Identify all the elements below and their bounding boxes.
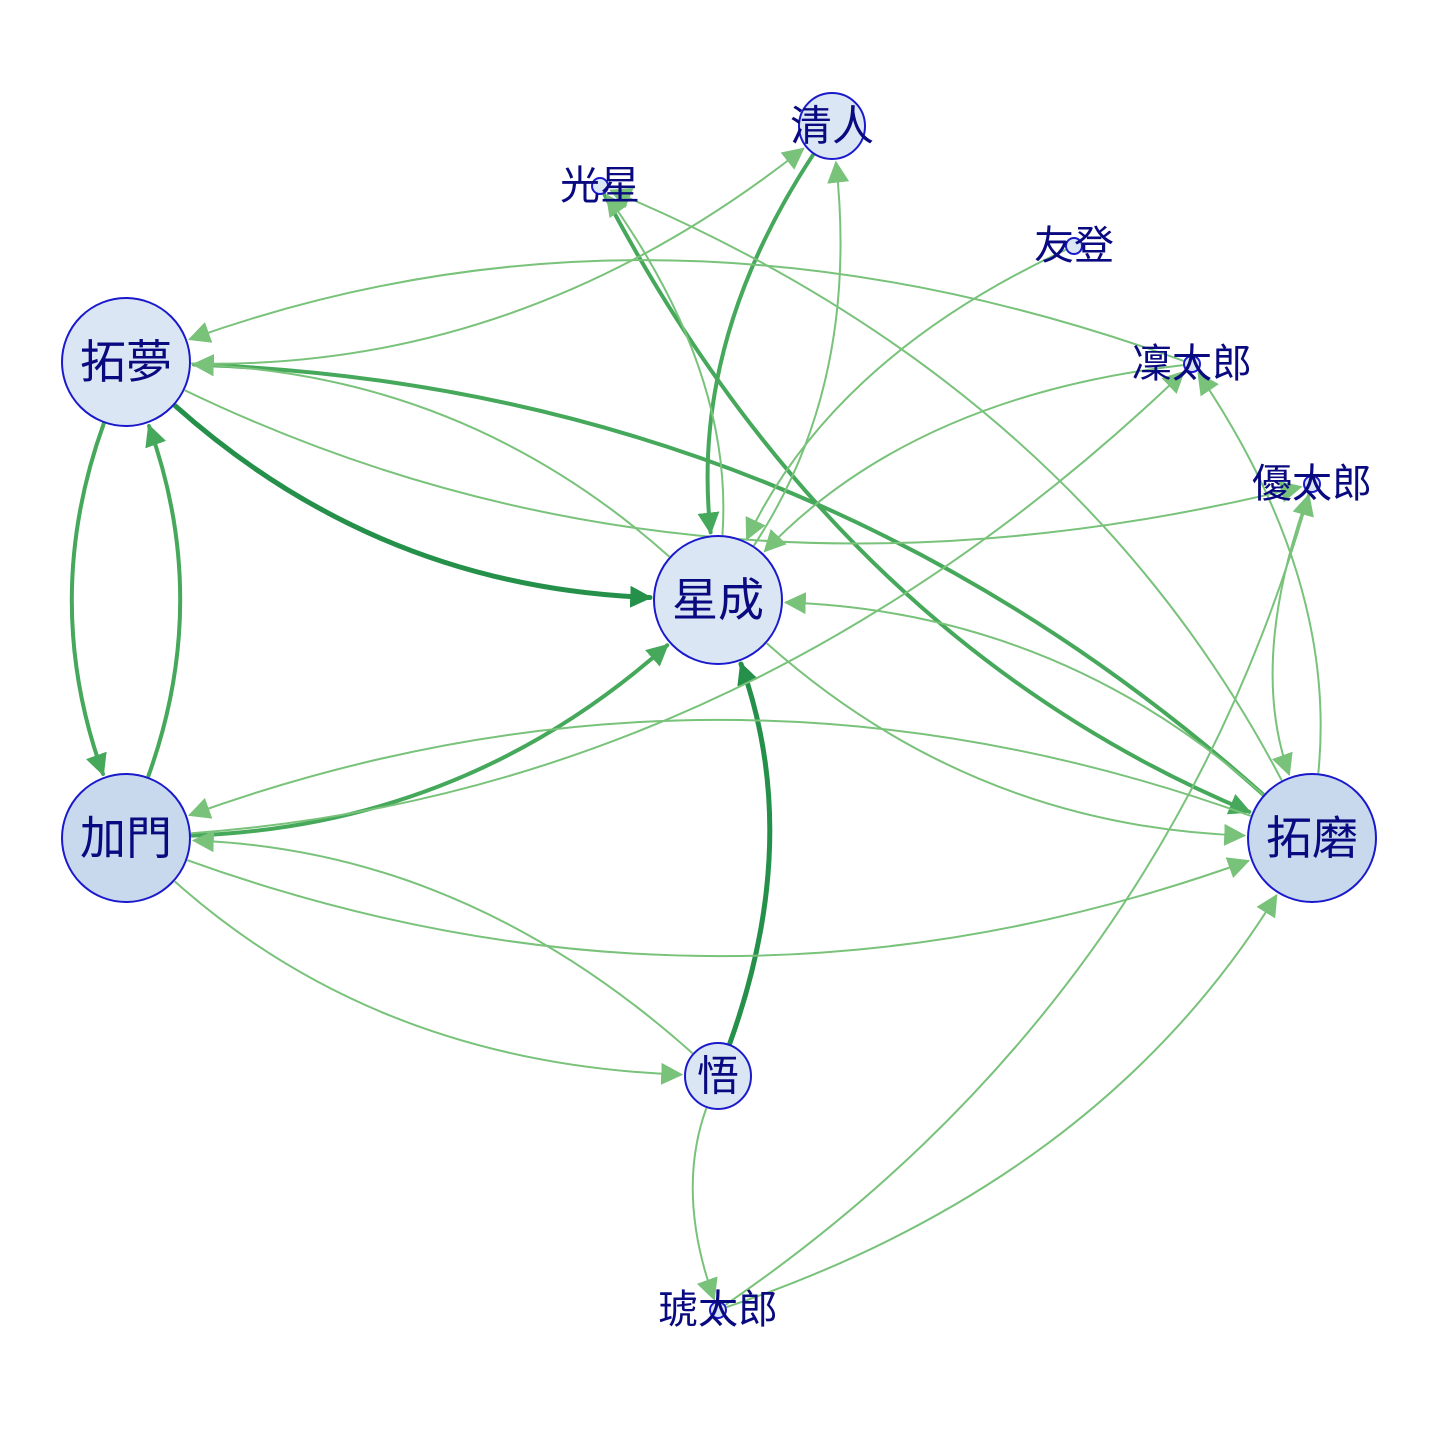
node-label-seisei: 星成 — [672, 573, 764, 627]
edge-yutaro-to-takuma — [1271, 492, 1310, 777]
node-label-satoru: 悟 — [697, 1052, 739, 1101]
edge-kotaro-to-yutaro — [725, 493, 1314, 1306]
edge-satoru-to-seisei — [727, 661, 773, 1046]
edge-takumu-to-seisei — [172, 403, 653, 608]
edge-kamon-to-satoru — [174, 880, 684, 1085]
node-kousei[interactable] — [591, 177, 609, 195]
edge-seisei-to-takumu — [191, 354, 670, 558]
edge-rintaro-to-seisei — [763, 364, 1184, 553]
node-seisei[interactable] — [653, 535, 783, 665]
node-kotaro[interactable] — [709, 1301, 727, 1319]
node-satoru[interactable] — [684, 1042, 752, 1110]
edge-takuma-to-kamon — [187, 718, 1251, 819]
edge-kamon-to-takuma — [187, 857, 1251, 958]
node-label-takumu: 拓夢 — [80, 335, 172, 389]
edge-kamon-to-rintaro — [190, 370, 1185, 835]
edge-seisei-to-kiyoto — [753, 160, 850, 546]
edge-takuma-to-rintaro — [1197, 372, 1322, 774]
node-label-kotaro: 琥太郎 — [658, 1287, 778, 1333]
edge-yuto-to-seisei — [745, 249, 1066, 541]
node-takumu[interactable] — [61, 297, 191, 427]
edge-seisei-to-kousei — [605, 193, 725, 536]
edge-kotaro-to-takuma — [726, 893, 1278, 1308]
edge-satoru-to-kamon — [191, 830, 693, 1054]
node-rintaro[interactable] — [1183, 355, 1201, 373]
edge-takuma-to-kousei — [609, 188, 1283, 781]
node-label-kousei: 光星 — [560, 163, 640, 209]
edge-kiyoto-to-seisei — [697, 153, 815, 535]
node-label-rintaro: 凜太郎 — [1132, 341, 1252, 387]
node-yuto[interactable] — [1065, 237, 1083, 255]
node-takuma[interactable] — [1247, 773, 1377, 903]
node-label-takuma: 拓磨 — [1266, 811, 1358, 865]
edge-takumu-to-kamon — [69, 422, 107, 777]
node-kamon[interactable] — [61, 773, 191, 903]
node-label-kiyoto: 清人 — [790, 102, 874, 151]
node-yutaro[interactable] — [1303, 475, 1321, 493]
edge-kamon-to-seisei — [190, 643, 670, 838]
node-kiyoto[interactable] — [798, 92, 866, 160]
edge-satoru-to-kotaro — [691, 1107, 718, 1301]
edge-takuma-to-seisei — [783, 592, 1264, 796]
edge-kamon-to-takumu — [145, 423, 183, 778]
edge-kousei-to-takuma — [602, 192, 1252, 815]
edge-takuma-to-takumu — [191, 354, 1265, 797]
node-label-kamon: 加門 — [80, 811, 172, 865]
edge-rintaro-to-takumu — [187, 259, 1184, 362]
node-label-yutaro: 優太郎 — [1252, 461, 1372, 507]
edge-takumu-to-kiyoto — [191, 147, 805, 365]
edge-layer — [69, 147, 1322, 1308]
node-layer — [61, 92, 1377, 1319]
node-label-yuto: 友登 — [1034, 223, 1114, 269]
